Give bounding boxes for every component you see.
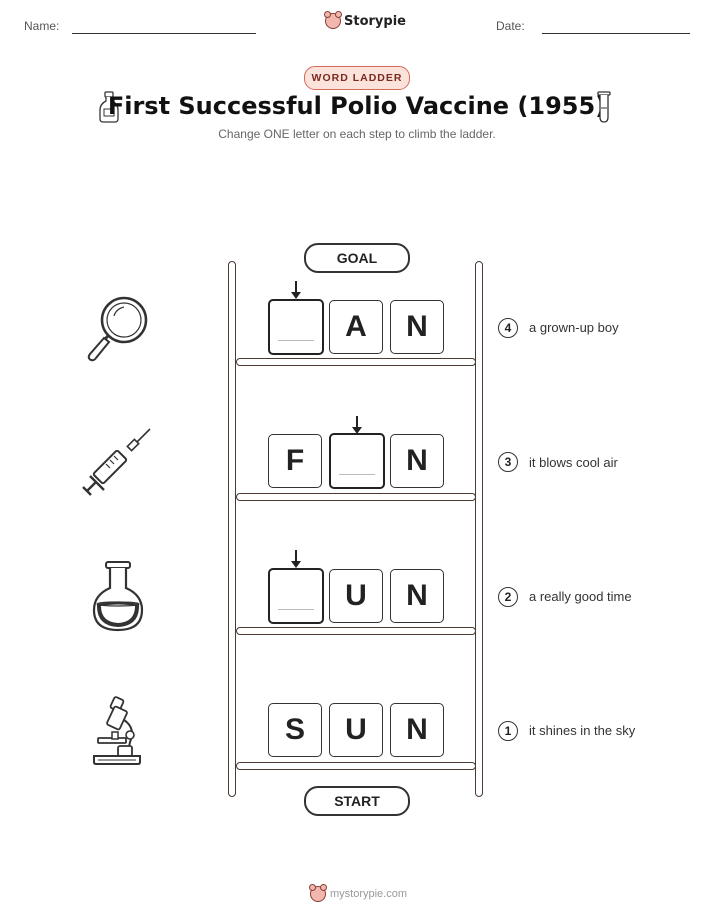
letter-tile: A — [329, 300, 383, 354]
bear-icon — [324, 11, 342, 29]
letter-tile: S — [268, 703, 322, 757]
footer: mystorypie.com — [309, 884, 408, 902]
brand-name: Storypie — [344, 13, 406, 29]
magnifying-glass-icon — [87, 296, 148, 362]
letter-tile: F — [268, 434, 322, 488]
ladder-right-rail — [475, 261, 483, 797]
clue-text: it blows cool air — [529, 455, 618, 470]
step-number: 2 — [498, 587, 518, 607]
letter-tile: U — [329, 569, 383, 623]
clue-text: a really good time — [529, 589, 632, 604]
step-number: 1 — [498, 721, 518, 741]
ladder-left-rail — [228, 261, 236, 797]
name-field[interactable] — [72, 33, 256, 34]
letter-tile: N — [390, 300, 444, 354]
letter-input[interactable] — [268, 299, 324, 355]
test-tube-icon — [597, 91, 611, 123]
bottle-icon — [99, 91, 119, 123]
brand-logo: Storypie — [324, 11, 406, 29]
microscope-icon — [93, 696, 141, 765]
step-number: 4 — [498, 318, 518, 338]
letter-tile: N — [390, 703, 444, 757]
clue-text: it shines in the sky — [529, 723, 636, 738]
ladder-rung — [236, 358, 476, 366]
arrow-down-icon — [352, 416, 362, 434]
letter-tile: N — [390, 569, 444, 623]
arrow-down-icon — [291, 281, 301, 299]
worksheet-type-badge: WORD LADDER — [304, 66, 410, 90]
goal-label: GOAL — [304, 243, 410, 273]
arrow-down-icon — [291, 550, 301, 568]
step-number: 3 — [498, 452, 518, 472]
ladder-rung — [236, 627, 476, 635]
clue-text: a grown-up boy — [529, 320, 619, 335]
letter-input[interactable] — [329, 433, 385, 489]
date-label: Date: — [496, 19, 525, 33]
instructions: Change ONE letter on each step to climb … — [218, 127, 496, 141]
start-label: START — [304, 786, 410, 816]
name-label: Name: — [24, 19, 60, 33]
date-field[interactable] — [542, 33, 690, 34]
ladder-rung — [236, 493, 476, 501]
letter-tile: U — [329, 703, 383, 757]
footer-url[interactable]: mystorypie.com — [330, 888, 408, 900]
page-title: First Successful Polio Vaccine (1955) — [107, 92, 607, 120]
flask-icon — [92, 561, 144, 632]
syringe-icon — [82, 428, 151, 496]
bear-icon — [309, 884, 327, 902]
letter-tile: N — [390, 434, 444, 488]
ladder-rung — [236, 762, 476, 770]
letter-input[interactable] — [268, 568, 324, 624]
